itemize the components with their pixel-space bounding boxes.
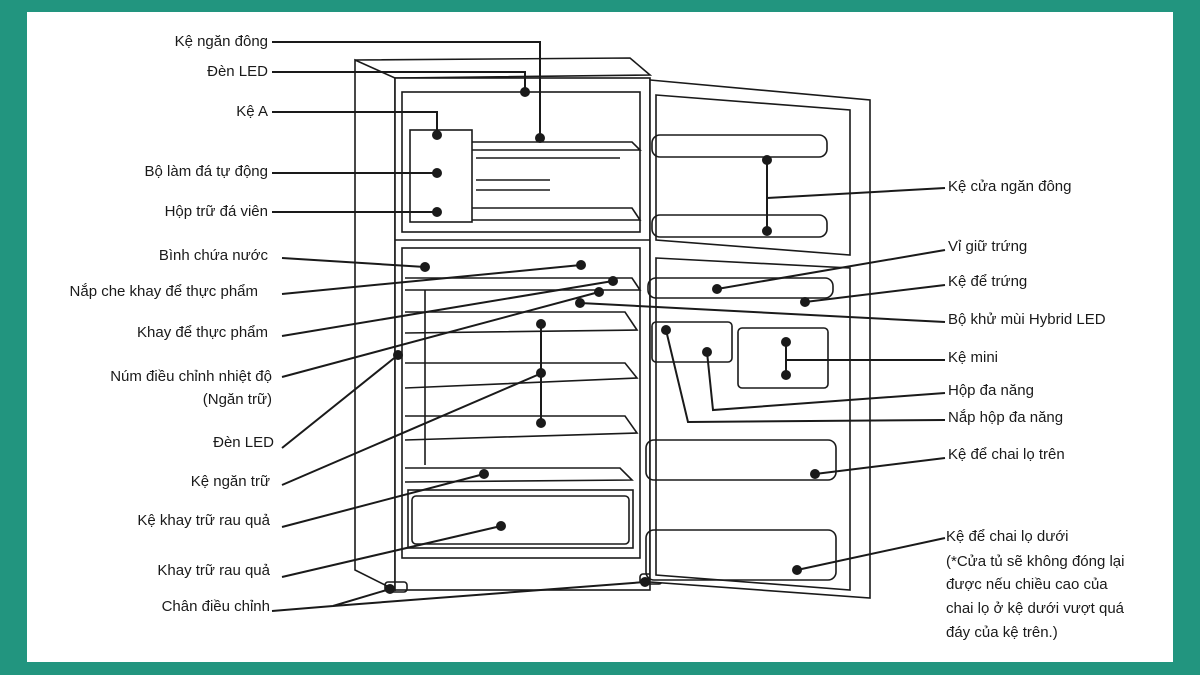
note-line: đáy của kệ trên.) (946, 624, 1058, 641)
label-crisper-drawer: Khay trữ rau quả (157, 562, 270, 579)
label-adjustable-feet: Chân điều chỉnh (161, 598, 270, 615)
label-lower-bottle-shelf: Kệ để chai lọ dưới (946, 528, 1069, 545)
label-egg-shelf: Kệ để trứng (948, 273, 1028, 290)
label-ice-storage-box: Hộp trữ đá viên (164, 203, 268, 220)
label-food-tray-cover: Nắp che khay để thực phẩm (69, 283, 258, 300)
label-freezer-shelf: Kệ ngăn đông (174, 33, 268, 50)
label-temperature-knob-note: (Ngăn trữ) (202, 391, 272, 408)
refrigerator-body (354, 57, 663, 593)
label-food-tray: Khay để thực phẩm (137, 324, 268, 341)
label-water-tank: Bình chứa nước (158, 247, 268, 264)
note-line: chai lọ ở kệ dưới vượt quá (946, 600, 1125, 617)
leader-lines (271, 41, 946, 612)
label-fridge-led: Đèn LED (213, 434, 274, 451)
label-automatic-ice-maker: Bộ làm đá tự động (144, 163, 268, 180)
note-line: (*Cửa tủ sẽ không đóng lại (946, 553, 1125, 570)
label-multi-purpose-box: Hộp đa năng (948, 382, 1034, 399)
label-hybrid-led-deodorizer: Bộ khử mùi Hybrid LED (948, 311, 1106, 328)
label-temperature-knob: Núm điều chỉnh nhiệt độ (110, 368, 272, 385)
label-egg-holder: Vỉ giữ trứng (948, 238, 1028, 255)
label-mini-shelf: Kệ mini (948, 349, 999, 366)
label-shelf-a: Kệ A (236, 103, 268, 120)
label-upper-bottle-shelf: Kệ để chai lọ trên (948, 446, 1065, 463)
callout-dots (385, 87, 820, 594)
label-crisper-shelf: Kệ khay trữ rau quả (137, 512, 270, 529)
note-line: được nếu chiều cao của (946, 576, 1108, 593)
label-freezer-door-shelf: Kệ cửa ngăn đông (948, 178, 1072, 195)
label-multi-purpose-box-lid: Nắp hộp đa năng (948, 409, 1064, 426)
label-fridge-shelf: Kệ ngăn trữ (190, 473, 270, 490)
label-freezer-led: Đèn LED (207, 63, 268, 80)
refrigerator-door (645, 79, 871, 599)
